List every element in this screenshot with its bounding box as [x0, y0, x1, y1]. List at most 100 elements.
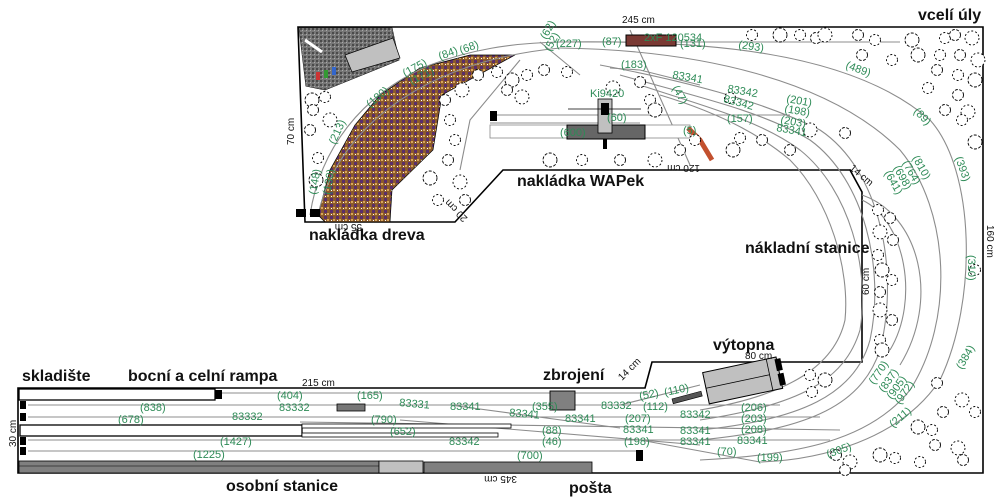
- tree-icon: [647, 102, 663, 118]
- tree-icon: [322, 112, 338, 128]
- dim-14-bottom: 14 cm: [616, 356, 643, 383]
- track-label: 83341: [565, 413, 596, 425]
- track-label: 83341: [671, 69, 703, 86]
- tree-icon: [647, 152, 663, 168]
- tree-icon: [886, 314, 898, 326]
- tree-icon: [784, 144, 796, 156]
- tree-icon: [794, 29, 806, 41]
- tree-icon: [869, 34, 881, 46]
- dim-80: 80 cm: [745, 351, 772, 362]
- buffer-wapek: [490, 111, 497, 121]
- tree-icon: [521, 69, 533, 81]
- buffer-left-1: [20, 401, 26, 409]
- buffer-right: [636, 450, 643, 461]
- track-label: (70): [717, 446, 737, 458]
- tree-icon: [922, 82, 934, 94]
- engine-shed: [702, 356, 786, 405]
- tree-icon: [501, 84, 513, 96]
- tree-icon: [444, 114, 456, 126]
- buffer-left-4: [20, 447, 26, 455]
- tree-icon: [957, 454, 969, 466]
- tree-icon: [449, 134, 461, 146]
- wood-loading-area: [317, 54, 516, 223]
- tree-icon: [307, 104, 319, 116]
- tree-icon: [967, 72, 983, 88]
- track-label: (112): [643, 401, 668, 413]
- tree-icon: [308, 172, 324, 188]
- wagon-label: 2xF 120534: [644, 32, 702, 44]
- track-label: 83342: [680, 409, 711, 421]
- track-label: (678): [118, 414, 144, 426]
- tree-icon: [872, 302, 888, 318]
- tree-icon: [724, 92, 736, 104]
- tree-icon: [442, 154, 454, 166]
- tree-icon: [772, 27, 788, 43]
- tree-icon: [491, 66, 503, 78]
- tree-icon: [886, 274, 898, 286]
- tree-icon: [674, 144, 686, 156]
- tree-icon: [964, 30, 980, 46]
- tree-icon: [830, 449, 842, 461]
- track-label: 83341: [623, 424, 654, 436]
- track-label: (165): [357, 390, 383, 402]
- tree-icon: [806, 386, 818, 398]
- tree-icon: [934, 49, 946, 61]
- track-label: (5): [683, 125, 696, 137]
- track-label: 83341: [737, 435, 768, 447]
- track-label: 83341: [680, 425, 711, 437]
- label-nakladni-stanice: nákladní stanice: [745, 240, 870, 257]
- tree-icon: [459, 194, 471, 206]
- tree-icon: [561, 66, 573, 78]
- track-label: (600): [560, 127, 586, 139]
- track-label: 83331: [399, 397, 431, 412]
- tree-icon: [872, 249, 884, 261]
- station-annex: [378, 460, 424, 474]
- track-label: (198): [783, 103, 810, 119]
- shed-top: [625, 34, 677, 47]
- tree-icon: [887, 234, 899, 246]
- post-office-building: [423, 461, 593, 474]
- tree-icon: [689, 134, 701, 146]
- tree-icon: [949, 29, 961, 41]
- dim-30: 30 cm: [8, 420, 19, 447]
- buffer-stop: [215, 390, 222, 399]
- track-label: (198): [624, 436, 650, 448]
- tree-icon: [967, 134, 983, 150]
- track-label: (404): [277, 390, 303, 402]
- tree-icon: [817, 372, 833, 388]
- track-label: (157): [727, 113, 753, 125]
- track-label: (88): [542, 425, 562, 437]
- tree-icon: [931, 64, 943, 76]
- dim-215: 215 cm: [302, 378, 335, 389]
- dim-120: 120 cm: [667, 162, 700, 173]
- tree-icon: [954, 49, 966, 61]
- tree-icon: [605, 80, 621, 96]
- storage-platform: [18, 388, 216, 401]
- tree-icon: [939, 104, 951, 116]
- dim-70: 70 cm: [286, 118, 297, 145]
- tree-icon: [937, 406, 949, 418]
- tree-icon: [884, 212, 896, 224]
- turntable-wagon: [671, 390, 703, 405]
- track-label: 83341: [509, 407, 541, 422]
- tree-icon: [910, 419, 926, 435]
- platform-long-1: [301, 423, 512, 429]
- tree-icon: [952, 89, 964, 101]
- tree-icon: [304, 124, 316, 136]
- dim-160: 160 cm: [984, 225, 995, 258]
- tree-icon: [952, 69, 964, 81]
- label-osobni-stanice: osobní stanice: [226, 478, 338, 495]
- tree-icon: [472, 69, 484, 81]
- tree-icon: [886, 54, 898, 66]
- track-label: (1427): [220, 436, 252, 448]
- tree-icon: [856, 49, 868, 61]
- track-label: (207): [625, 413, 651, 425]
- buffer-left-2: [20, 413, 26, 421]
- track-label: 83341: [450, 401, 481, 413]
- tree-icon: [504, 72, 520, 88]
- track-label: (52): [638, 387, 660, 403]
- track-label: (838): [140, 402, 166, 414]
- tree-icon: [452, 174, 468, 190]
- tree-icon: [910, 47, 926, 63]
- track-label: (148): [307, 168, 323, 195]
